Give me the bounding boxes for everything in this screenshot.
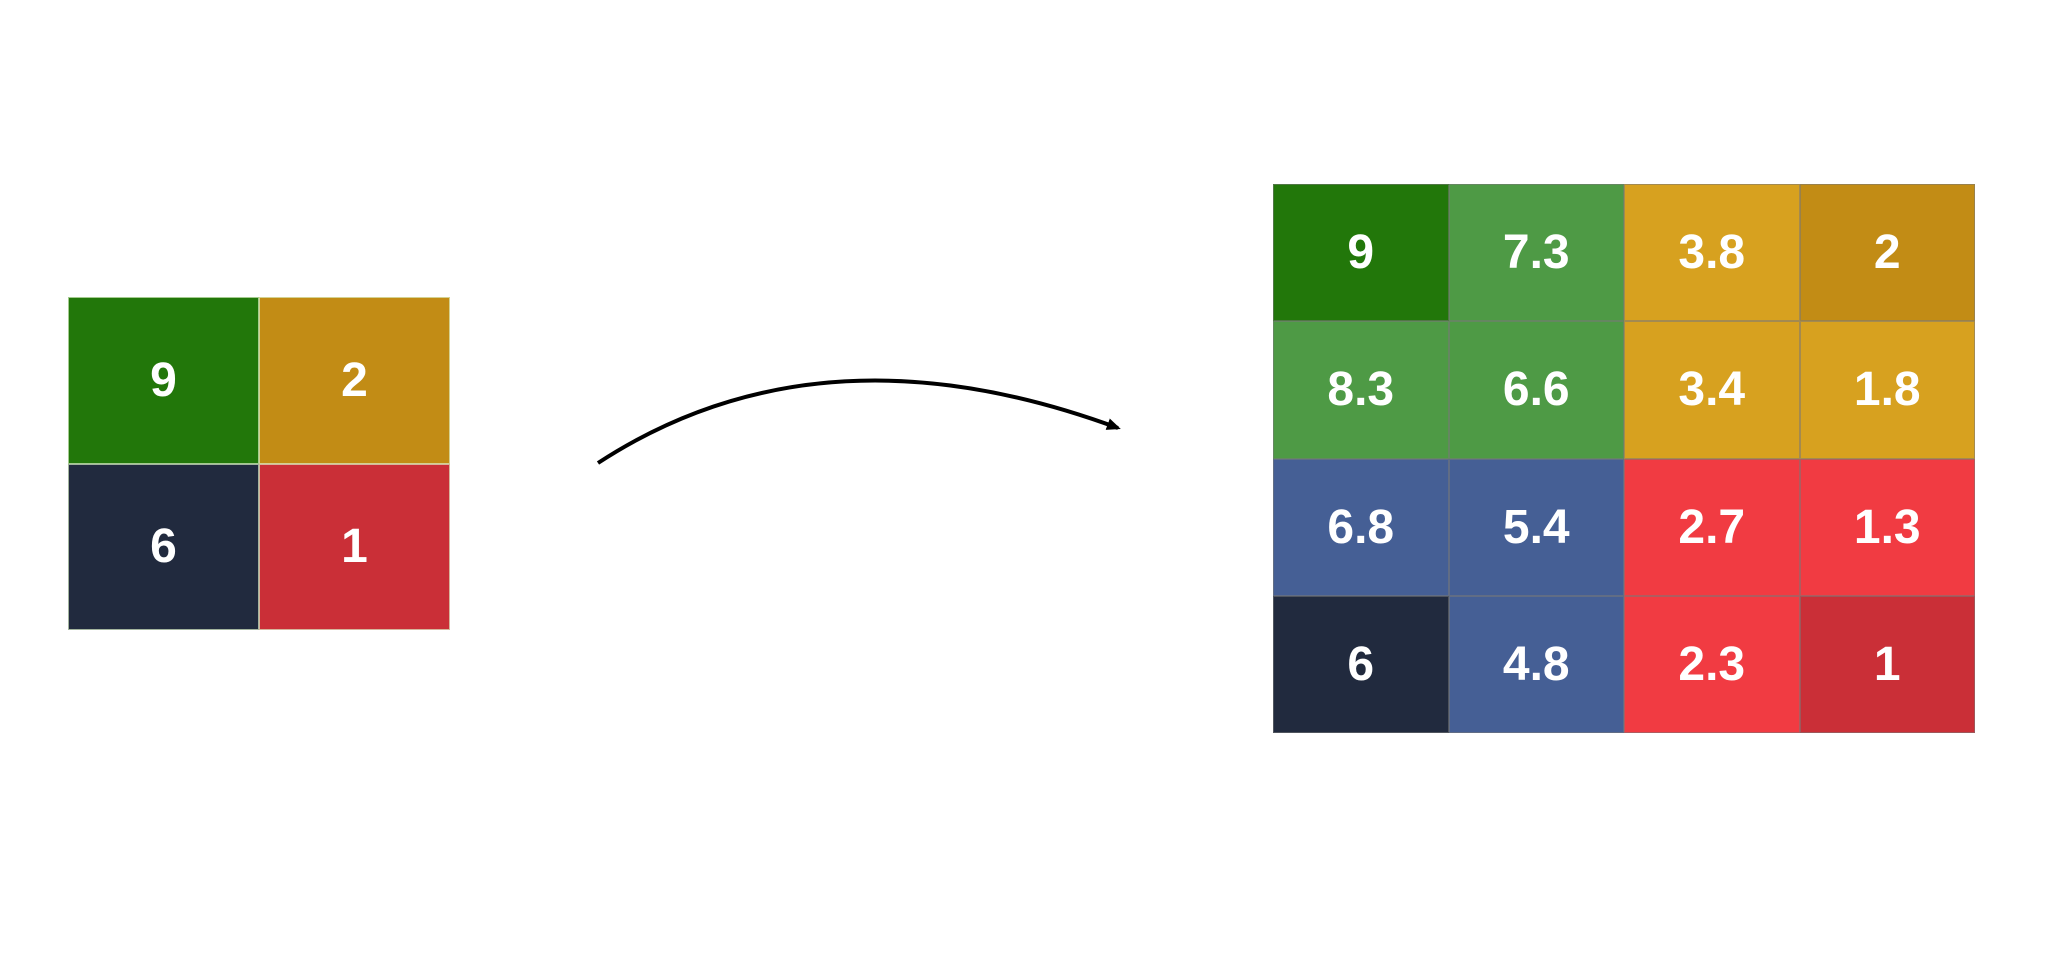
input-cell: 6 <box>68 463 259 630</box>
input-grid-2x2: 9 2 6 1 <box>68 297 450 630</box>
input-cell: 2 <box>259 297 450 464</box>
output-cell: 8.3 <box>1273 321 1449 459</box>
output-cell: 1 <box>1799 595 1975 733</box>
output-cell: 2.7 <box>1624 458 1800 596</box>
arrow-curve <box>596 378 1121 465</box>
output-cell: 2.3 <box>1624 595 1800 733</box>
output-cell: 3.4 <box>1624 321 1800 459</box>
input-cell: 9 <box>68 297 259 464</box>
output-cell: 9 <box>1273 184 1449 322</box>
output-cell: 3.8 <box>1624 184 1800 322</box>
input-cell: 1 <box>259 463 450 630</box>
output-cell: 6 <box>1273 595 1449 733</box>
output-cell: 5.4 <box>1448 458 1624 596</box>
output-cell: 4.8 <box>1448 595 1624 733</box>
output-cell: 6.6 <box>1448 321 1624 459</box>
output-cell: 2 <box>1799 184 1975 322</box>
output-cell: 6.8 <box>1273 458 1449 596</box>
output-cell: 1.8 <box>1799 321 1975 459</box>
output-grid-4x4: 9 7.3 3.8 2 8.3 6.6 3.4 1.8 6.8 5.4 2.7 … <box>1273 184 1975 733</box>
output-cell: 1.3 <box>1799 458 1975 596</box>
output-cell: 7.3 <box>1448 184 1624 322</box>
